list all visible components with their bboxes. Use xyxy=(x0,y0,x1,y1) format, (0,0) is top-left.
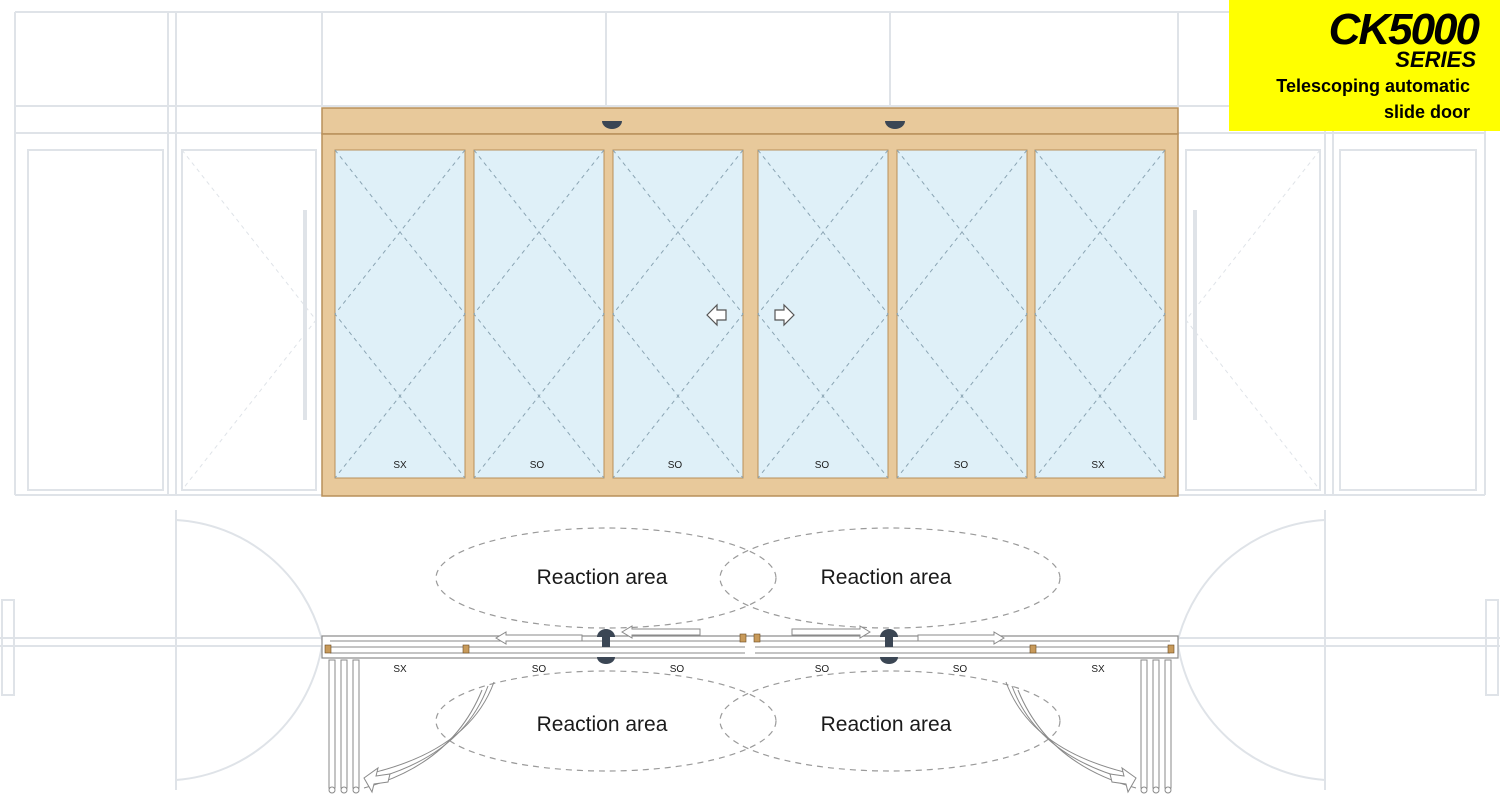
breakout-panels-left xyxy=(328,659,360,794)
reaction-area-label: Reaction area xyxy=(821,713,952,736)
panel-type-label: SO xyxy=(953,664,968,675)
panel-type-label: SO xyxy=(815,664,830,675)
brand-subtitle: Telescoping automatic slide door xyxy=(1230,73,1470,125)
arrow-left-icon xyxy=(706,303,727,327)
reaction-area-label: Reaction area xyxy=(821,566,952,589)
panel-type-label: SX xyxy=(393,460,407,471)
glass-panel xyxy=(334,149,466,479)
reaction-area-label: Reaction area xyxy=(537,566,668,589)
brand-title: CK5000 xyxy=(1328,5,1480,54)
panel-type-label: SO xyxy=(668,460,683,471)
plan-motion-arrows xyxy=(495,625,1005,645)
panel-type-label: SO xyxy=(815,460,830,471)
glass-panel xyxy=(473,149,605,479)
glass-panel xyxy=(896,149,1028,479)
plan-panel-labels: SX SO SO SO SO SX xyxy=(393,664,1105,675)
plan-background xyxy=(0,510,1500,790)
breakout-swing-right xyxy=(1005,681,1137,794)
brand-subtitle-line: slide door xyxy=(1383,102,1470,122)
arrow-right-icon xyxy=(774,303,795,327)
panel-type-label: SX xyxy=(1091,664,1105,675)
breakout-swing-left xyxy=(363,681,495,794)
glass-panel xyxy=(1034,149,1166,479)
panel-type-label: SO xyxy=(532,664,547,675)
door-elevation: SX SO SO SO SO SX xyxy=(321,107,1179,497)
breakout-panels-right xyxy=(1140,659,1172,794)
panel-type-label: SO xyxy=(670,664,685,675)
brand-badge: CK5000 SERIES Telescoping automatic slid… xyxy=(1229,0,1500,131)
panel-type-label: SX xyxy=(393,664,407,675)
plan-track xyxy=(321,633,1179,659)
panel-type-label: SX xyxy=(1091,460,1105,471)
brand-series: SERIES xyxy=(1395,47,1476,72)
reaction-zones xyxy=(435,527,1061,772)
reaction-area-label: Reaction area xyxy=(537,713,668,736)
motion-sensor-icon xyxy=(880,629,898,664)
door-plan: Reaction area Reaction area Reaction are… xyxy=(321,527,1179,794)
elevation-panel-labels: SX SO SO SO SO SX xyxy=(393,460,1105,471)
panel-type-label: SO xyxy=(530,460,545,471)
door-header xyxy=(321,107,1179,135)
motion-sensor-icon xyxy=(602,121,622,129)
panel-type-label: SO xyxy=(954,460,969,471)
motion-sensor-icon xyxy=(597,629,615,664)
motion-sensor-icon xyxy=(885,121,905,129)
brand-subtitle-line: Telescoping automatic xyxy=(1276,76,1470,96)
